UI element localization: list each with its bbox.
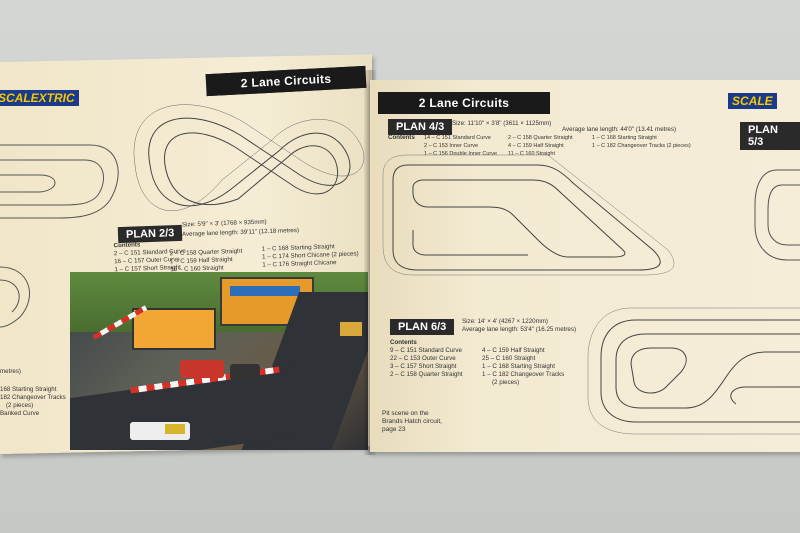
left-edge-track-2 xyxy=(0,266,30,328)
contents-line: 4 – C 159 Half Straight xyxy=(508,143,564,149)
contents-line: 1 – C 182 Changeover Tracks xyxy=(482,371,565,378)
left-banner-title: 2 Lane Circuits xyxy=(240,71,332,91)
contents-line: 1 – C 156 Double Inner Curve xyxy=(424,151,498,157)
contents-line: 9 – C 151 Standard Curve xyxy=(390,347,462,354)
caption-line: Brands Hatch circuit, xyxy=(382,418,442,425)
edge-fragment: 182 Changeover Tracks xyxy=(0,394,66,401)
contents-line: 3 – C 157 Short Straight xyxy=(390,363,457,370)
plan-4-3-track-diagram xyxy=(382,154,675,276)
contents-line: 14 – C 151 Standard Curve xyxy=(424,135,491,141)
plan-4-3-contents-col1: 14 – C 151 Standard Curve 2 – C 153 Inne… xyxy=(424,134,497,158)
edge-fragment: metres) xyxy=(0,368,21,375)
plan-4-3-label: PLAN 4/3 xyxy=(388,119,453,135)
scalextric-logo-left: SCALEXTRIC xyxy=(0,90,79,106)
plan-6-3-length: Average lane length: 53'4" (16.25 metres… xyxy=(462,326,577,333)
plan-6-3-label: PLAN 6/3 xyxy=(390,319,455,335)
contents-line: 11 – C 160 Straight xyxy=(508,151,555,157)
pit-garage xyxy=(132,308,216,350)
plan-5-3-track-diagram xyxy=(754,169,800,261)
race-car-red xyxy=(180,360,224,378)
right-page xyxy=(370,80,800,452)
contents-line: 2 – C 158 Quarter Straight xyxy=(390,371,463,378)
edge-fragment: 168 Starting Straight xyxy=(0,386,57,393)
plan-6-3-contents-col2: 4 – C 159 Half Straight 25 – C 160 Strai… xyxy=(482,347,564,387)
contents-line: 1 – C 168 Starting Straight xyxy=(482,363,555,370)
edge-fragment: (2 pieces) xyxy=(6,402,34,409)
plan-6-3-track-diagram xyxy=(587,307,800,435)
contents-heading: Contents xyxy=(390,339,417,346)
plan-4-3-contents-col2: 2 – C 158 Quarter Straight 4 – C 159 Hal… xyxy=(508,134,573,158)
race-car-dark xyxy=(230,364,260,380)
plan-4-3-size: Size: 11'10" × 3'8" (3611 × 1125mm) xyxy=(452,120,552,127)
caption-line: Pit scene on the xyxy=(382,410,429,417)
left-edge-track xyxy=(0,144,119,219)
plan-6-3-size: Size: 14' × 4' (4267 × 1220mm) xyxy=(462,318,548,325)
plan-2-3-track-diagram xyxy=(133,104,365,211)
race-car-stripe xyxy=(165,424,185,434)
pit-scene-photo xyxy=(70,272,368,450)
right-banner: 2 Lane Circuits xyxy=(378,92,550,114)
plan-4-3-contents: Contents xyxy=(388,134,415,142)
plan-2-3-contents-col2: 2 – C 158 Quarter Straight 1 – C 159 Hal… xyxy=(170,248,243,275)
photo-caption: Pit scene on the Brands Hatch circuit, p… xyxy=(382,410,442,434)
plan-2-3-contents-col3: 1 – C 168 Starting Straight 1 – C 174 Sh… xyxy=(262,242,359,269)
caption-line: page 23 xyxy=(382,426,406,433)
plan-4-3-length: Average lane length: 44'0" (13.41 metres… xyxy=(562,126,677,133)
plan-5-3-label: PLAN 5/3 xyxy=(740,122,800,150)
plan-4-3-contents-col3: 1 – C 168 Starting Straight 1 – C 182 Ch… xyxy=(592,134,691,150)
edge-fragment: Banked Curve xyxy=(0,410,40,417)
contents-line: 4 – C 159 Half Straight xyxy=(482,347,545,354)
contents-line: 25 – C 160 Straight xyxy=(482,355,536,362)
contents-line: 1 – C 182 Changeover Tracks (2 pieces) xyxy=(592,143,691,149)
contents-line: 1 – C 168 Starting Straight xyxy=(592,135,657,141)
left-edge-text: metres) 168 Starting Straight 182 Change… xyxy=(0,368,66,418)
contents-line: 2 – C 153 Inner Curve xyxy=(424,143,479,149)
contents-line: 2 – C 158 Quarter Straight xyxy=(508,135,573,141)
scalextric-logo-right: SCALE xyxy=(728,93,777,109)
plan-6-3-contents: Contents 9 – C 151 Standard Curve 22 – C… xyxy=(390,339,463,379)
contents-line: (2 pieces) xyxy=(492,379,520,386)
contents-line: 22 – C 153 Outer Curve xyxy=(390,355,456,362)
race-car-yellow xyxy=(340,322,362,336)
contents-heading: Contents xyxy=(388,134,415,141)
right-banner-title: 2 Lane Circuits xyxy=(418,96,510,110)
pit-building-sign xyxy=(230,286,300,296)
